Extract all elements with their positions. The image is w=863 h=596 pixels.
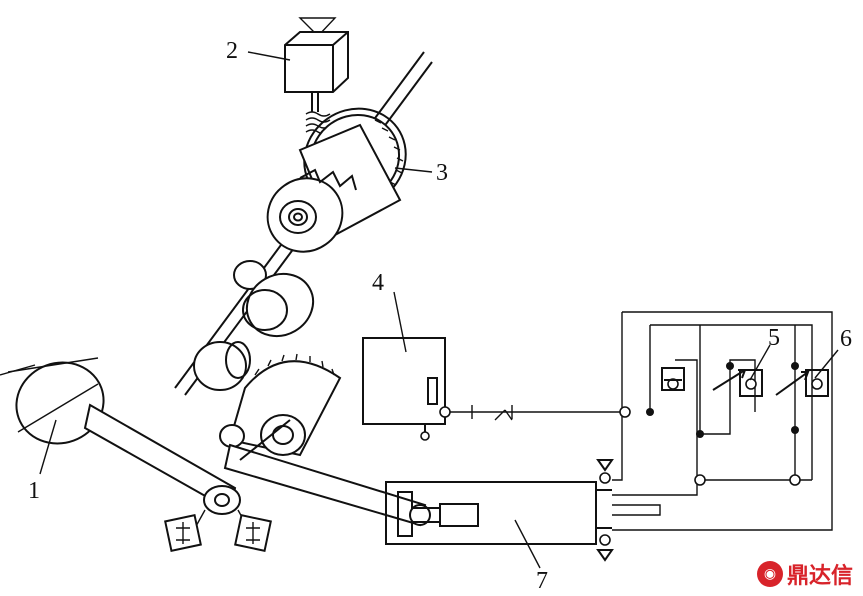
controller-4 (362, 337, 625, 441)
watermark-seal-icon: ◉ (756, 561, 783, 587)
watermark-logo: ◉ 鼎达信 (756, 558, 853, 590)
linkage-arms (83, 403, 427, 529)
foot-pads (164, 514, 272, 552)
hydraulic-circuit (596, 311, 833, 562)
callout-2: 2 (226, 38, 238, 64)
hydraulic-cylinder-7 (385, 481, 612, 545)
motor-2 (284, 17, 349, 135)
callout-4: 4 (372, 270, 384, 296)
callout-6: 6 (840, 326, 852, 352)
callout-leaders (39, 51, 839, 569)
callout-1: 1 (28, 478, 40, 504)
watermark-text: 鼎达信 (786, 564, 853, 589)
callout-7: 7 (536, 568, 548, 594)
callout-5: 5 (768, 325, 780, 351)
gear-train (193, 260, 315, 391)
load-1 (0, 357, 105, 445)
callout-3: 3 (436, 160, 448, 186)
worm-gear-3 (266, 107, 407, 253)
